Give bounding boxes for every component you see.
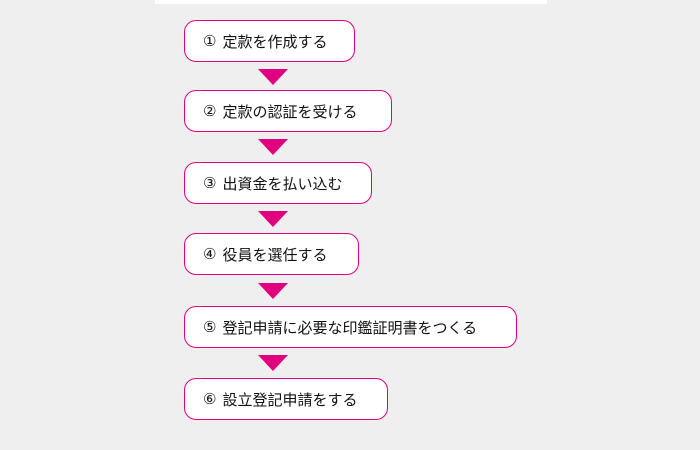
step-5-label: 登記申請に必要な印鑑証明書をつくる bbox=[222, 318, 478, 337]
step-2-box: ② 定款の認証を受ける bbox=[184, 90, 392, 132]
step-2-number: ② bbox=[203, 102, 217, 120]
arrow-down-icon bbox=[258, 69, 288, 85]
step-1-label: 定款を作成する bbox=[222, 32, 328, 51]
step-3-number: ③ bbox=[203, 174, 217, 192]
step-4-box: ④ 役員を選任する bbox=[184, 233, 359, 275]
step-5-number: ⑤ bbox=[203, 318, 217, 336]
arrow-down-icon bbox=[258, 211, 288, 227]
process-flowchart: ① 定款を作成する ② 定款の認証を受ける ③ 出資金を払い込む ④ 役員を選任… bbox=[184, 20, 584, 430]
step-6-label: 設立登記申請をする bbox=[222, 390, 358, 409]
arrow-down-icon bbox=[258, 283, 288, 299]
arrow-down-icon bbox=[258, 139, 288, 155]
step-1-box: ① 定款を作成する bbox=[184, 20, 355, 62]
top-white-strip bbox=[155, 0, 547, 4]
step-1-number: ① bbox=[203, 32, 217, 50]
step-4-number: ④ bbox=[203, 245, 217, 263]
step-2-label: 定款の認証を受ける bbox=[222, 102, 358, 121]
step-6-number: ⑥ bbox=[203, 390, 217, 408]
step-5-box: ⑤ 登記申請に必要な印鑑証明書をつくる bbox=[184, 306, 517, 348]
arrow-down-icon bbox=[258, 355, 288, 371]
step-3-label: 出資金を払い込む bbox=[222, 174, 343, 193]
step-6-box: ⑥ 設立登記申請をする bbox=[184, 378, 388, 420]
step-4-label: 役員を選任する bbox=[222, 245, 328, 264]
step-3-box: ③ 出資金を払い込む bbox=[184, 162, 372, 204]
